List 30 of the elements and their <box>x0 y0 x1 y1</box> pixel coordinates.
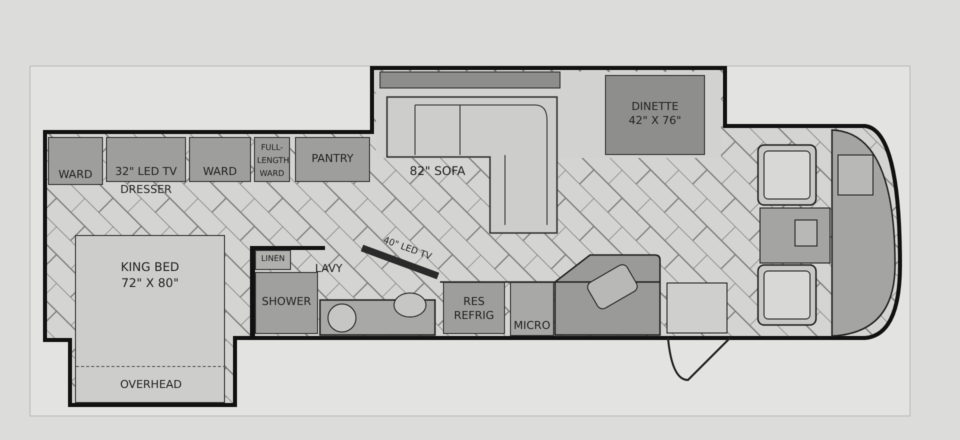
room-label: 82" SOFA <box>408 165 466 177</box>
refrigerator <box>443 282 505 334</box>
room-label: WARD <box>202 166 238 178</box>
shower-stall <box>255 272 318 334</box>
room-label: KING BED <box>120 261 180 273</box>
room-label: LAVY <box>315 262 342 275</box>
wardrobe-cabinet <box>189 137 251 182</box>
room-label: OVERHEAD <box>119 378 183 390</box>
room-label: 40" LED TV <box>380 234 434 264</box>
room-label: SHOWER <box>260 296 312 308</box>
room-label: WARD <box>58 169 94 181</box>
dimension-label: 42" X 76" <box>628 115 682 127</box>
bed <box>75 235 225 403</box>
tv-screen <box>358 238 442 280</box>
room-label: 32" LED TV <box>114 166 178 178</box>
pantry-cabinet <box>295 137 370 182</box>
microwave-cooktop <box>510 282 554 336</box>
sofa <box>385 95 560 235</box>
room-label: RES REFRIG <box>452 295 496 323</box>
dinette-table <box>605 75 705 155</box>
wardrobe-cabinet <box>48 137 103 185</box>
room-label: LINEN <box>260 253 286 265</box>
wardrobe-cabinet <box>254 137 290 182</box>
dimension-label: 72" X 80" <box>120 277 180 289</box>
linen-cabinet <box>255 250 291 270</box>
room-label: FULL-LENGTH WARD <box>257 142 287 180</box>
room-label: PANTRY <box>310 152 355 164</box>
room-label: DINETTE <box>630 101 680 113</box>
room-label: MICRO <box>512 320 552 332</box>
furniture-label: DRESSER <box>119 184 173 196</box>
